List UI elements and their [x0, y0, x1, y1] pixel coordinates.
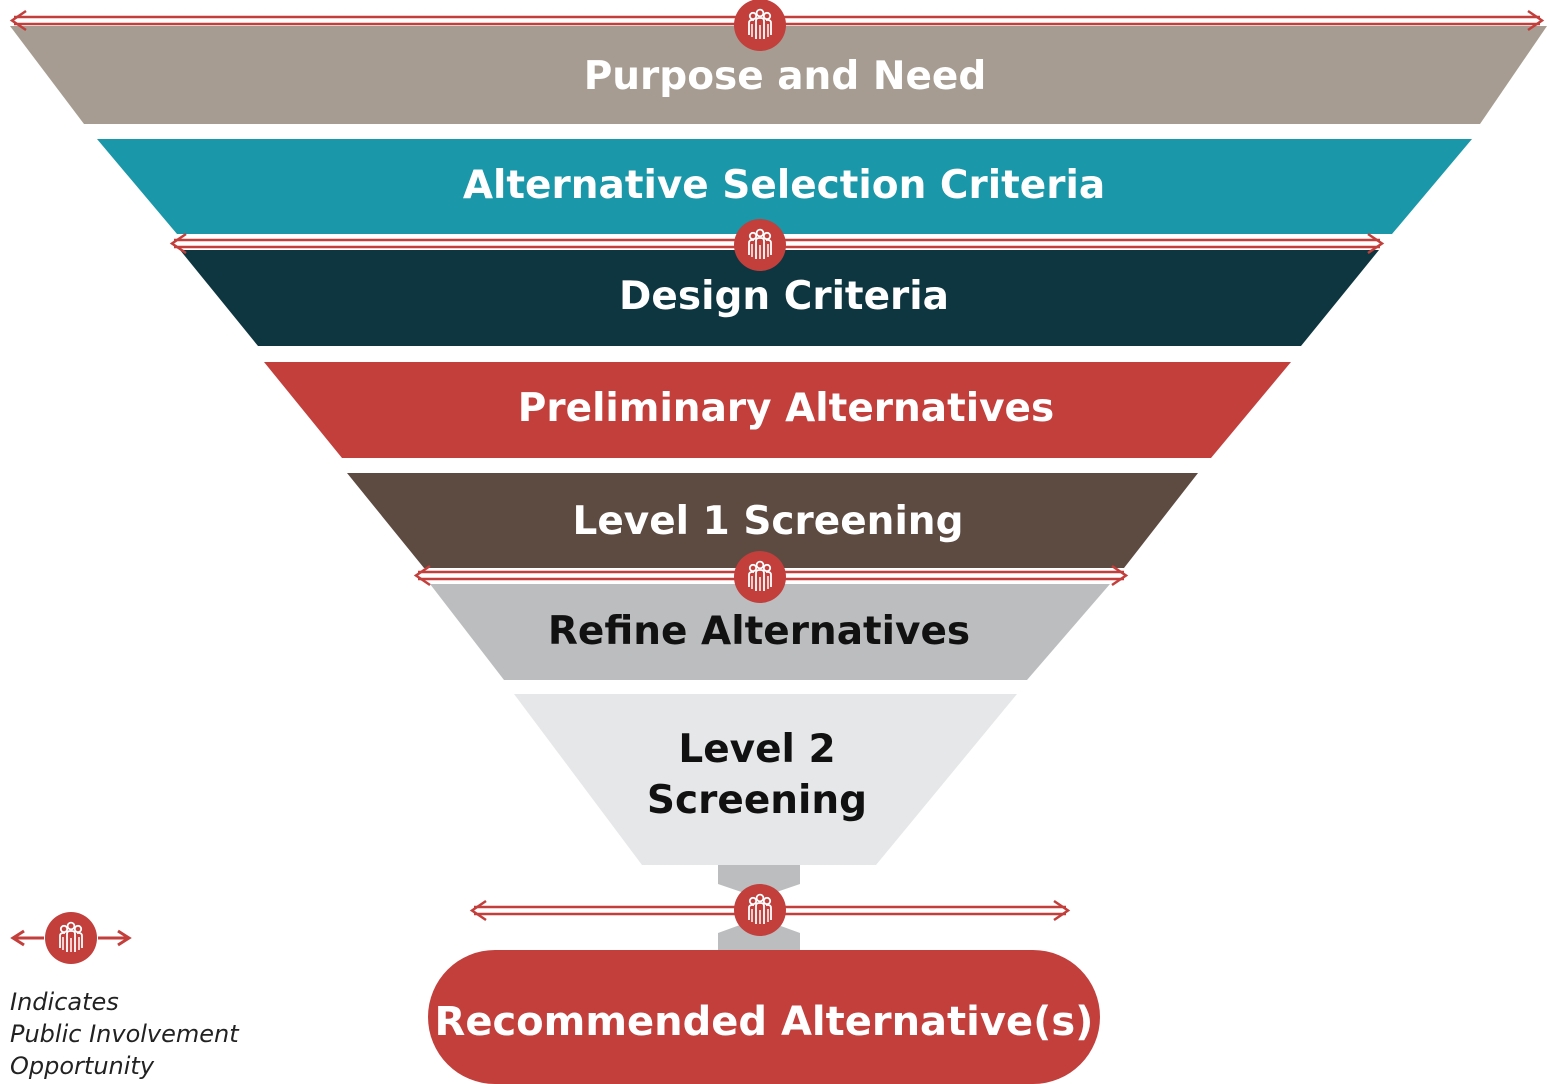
legend-description: Indicates Public Involvement Opportunity: [10, 986, 239, 1082]
stage-band-selection: [97, 139, 1472, 234]
stage-band-purpose: [10, 26, 1547, 124]
people-group-icon: [45, 912, 97, 964]
arrow-right-icon: [98, 929, 132, 947]
people-group-icon: [734, 551, 786, 603]
stage-band-preliminary: [264, 362, 1291, 458]
legend-line-1: Indicates: [10, 988, 119, 1016]
stage-label-level1: Level 1 Screening: [573, 499, 964, 544]
legend-marker: [10, 912, 132, 964]
legend-line-2: Public Involvement: [10, 1020, 239, 1048]
stage-band-design: [180, 250, 1379, 346]
involvement-marker-design: [169, 219, 1385, 271]
people-group-icon: [734, 219, 786, 271]
stage-band-level1: [347, 473, 1198, 568]
involvement-marker-outcome: [469, 884, 1071, 936]
arrow-left-icon: [10, 929, 44, 947]
involvement-marker-top: [9, 0, 1545, 51]
stage-label-selection: Alternative Selection Criteria: [463, 163, 1105, 208]
legend-line-3: Opportunity: [10, 1052, 155, 1080]
stage-label-design: Design Criteria: [619, 274, 949, 319]
involvement-marker-refine: [413, 551, 1129, 603]
stage-label-refine: Refine Alternatives: [548, 609, 970, 654]
stage-label-level2-line2: Screening: [647, 778, 867, 823]
stage-label-preliminary: Preliminary Alternatives: [518, 386, 1054, 431]
people-group-icon: [734, 884, 786, 936]
stage-label-purpose: Purpose and Need: [584, 54, 987, 99]
stage-label-level2-line1: Level 2: [678, 727, 835, 772]
people-group-icon: [734, 0, 786, 51]
stage-band-refine: [430, 584, 1110, 680]
outcome-label: Recommended Alternative(s): [435, 999, 1094, 1045]
stage-band-level2: [514, 694, 1017, 865]
outcome-pill: [428, 950, 1100, 1084]
chevron-top: [718, 865, 800, 898]
